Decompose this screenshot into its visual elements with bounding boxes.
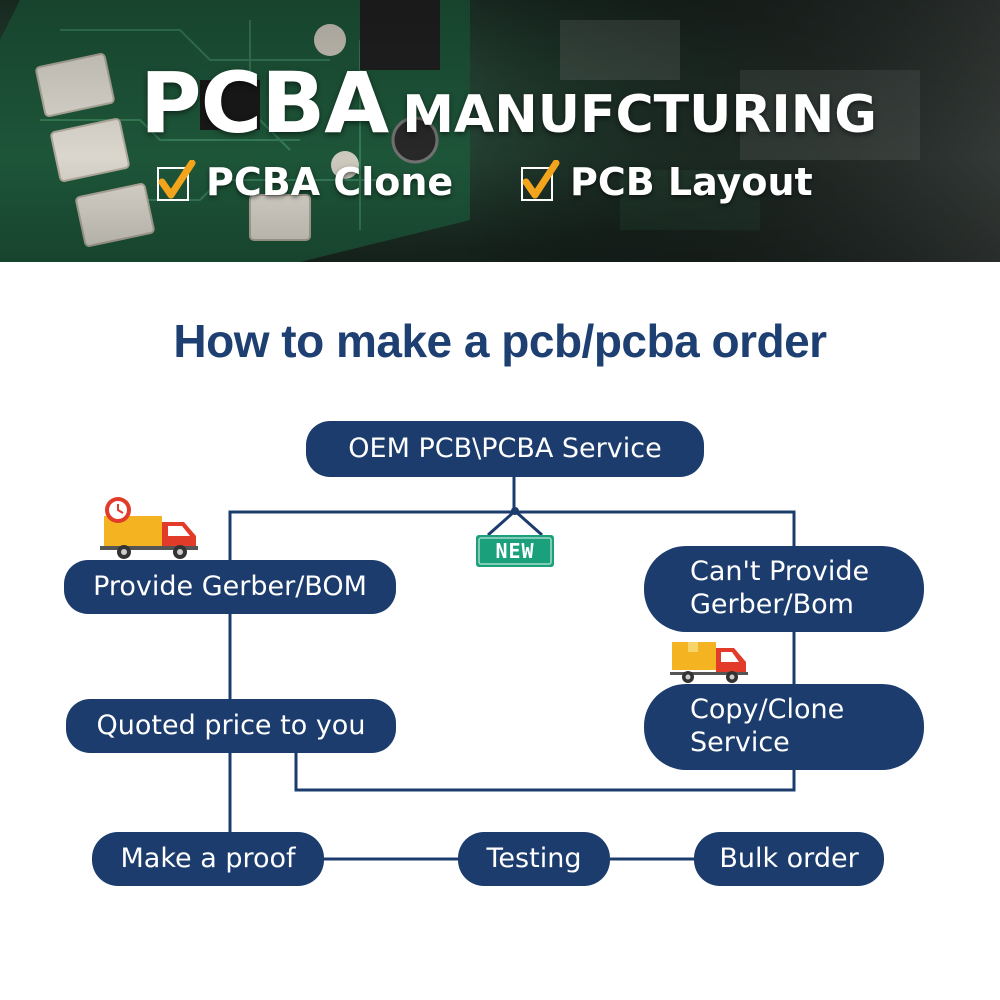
node-quoted-price: Quoted price to you bbox=[66, 699, 396, 753]
new-badge-label: NEW bbox=[495, 539, 535, 563]
feature-label: PCB Layout bbox=[570, 160, 813, 204]
node-copy-clone: Copy/Clone Service bbox=[644, 684, 924, 770]
feature-pcba-clone: PCBA Clone bbox=[156, 160, 453, 204]
page-heading: How to make a pcb/pcba order bbox=[173, 315, 827, 367]
banner-title-big: PCBA bbox=[140, 54, 389, 152]
pcb-photo bbox=[0, 0, 1000, 262]
node-oem-service: OEM PCB\PCBA Service bbox=[306, 421, 704, 477]
feature-label: PCBA Clone bbox=[206, 160, 454, 204]
feature-pcb-layout: PCB Layout bbox=[520, 160, 813, 204]
connector-copy-quoted bbox=[294, 753, 796, 792]
check-icon bbox=[521, 160, 560, 201]
node-make-proof: Make a proof bbox=[92, 832, 324, 886]
delivery-truck-icon bbox=[670, 642, 748, 683]
check-icon bbox=[157, 160, 196, 201]
delivery-truck-icon bbox=[100, 497, 198, 559]
node-cant-provide: Can't Provide Gerber/Bom bbox=[644, 546, 924, 632]
node-provide-gerber: Provide Gerber/BOM bbox=[64, 560, 396, 614]
node-testing: Testing bbox=[458, 832, 610, 886]
banner-title-small: MANUFCTURING bbox=[402, 85, 877, 145]
banner-overlay bbox=[0, 0, 1000, 262]
new-sign-icon bbox=[476, 507, 554, 567]
node-bulk-order: Bulk order bbox=[694, 832, 884, 886]
